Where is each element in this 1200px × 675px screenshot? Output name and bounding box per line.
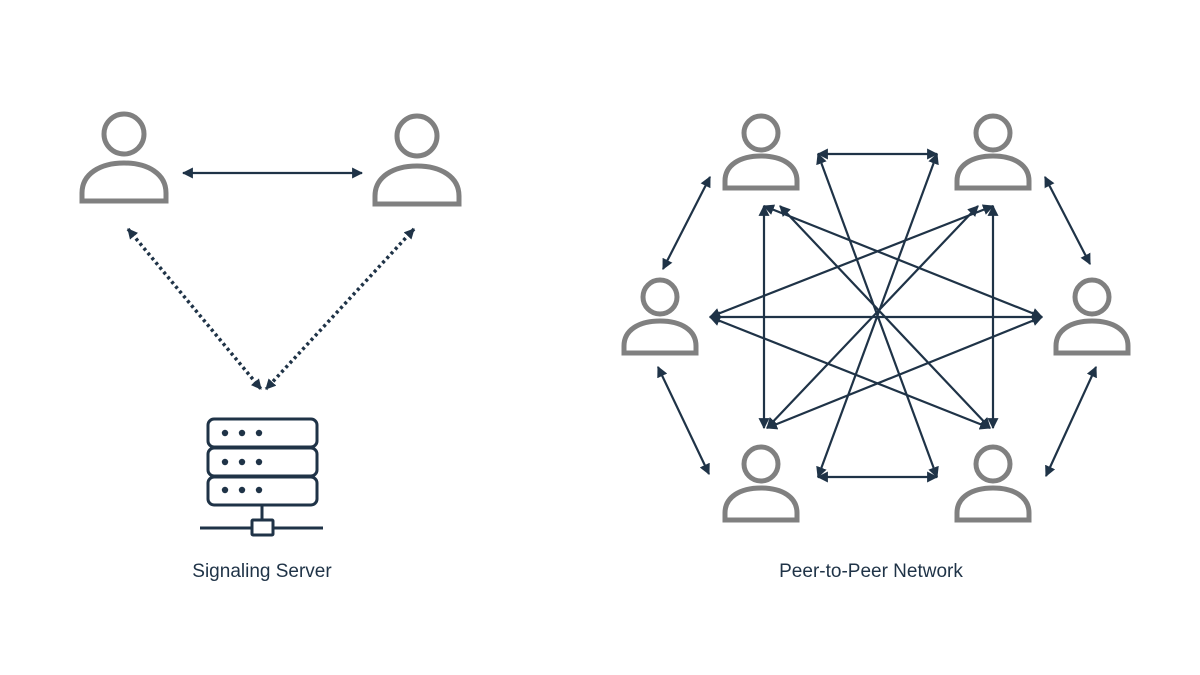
person-icon <box>372 113 462 207</box>
person-icon <box>621 277 699 356</box>
connection-arrow <box>662 176 711 270</box>
connection-arrow <box>708 204 995 319</box>
signaling-server-caption: Signaling Server <box>192 561 332 582</box>
connection-arrow <box>762 204 1044 319</box>
connection-arrow <box>765 315 1044 430</box>
connection-arrow <box>1045 366 1097 477</box>
server-rack-icon <box>200 417 323 537</box>
person-icon <box>79 111 169 204</box>
person-icon <box>954 113 1032 191</box>
person-icon <box>954 444 1032 523</box>
person-icon <box>722 113 800 191</box>
person-icon <box>1053 277 1131 356</box>
mesh-connections <box>657 148 1097 483</box>
signaling-arrow <box>126 227 263 391</box>
signaling-diagram <box>79 111 462 537</box>
signaling-arrow <box>264 227 416 391</box>
p2p-network-caption: Peer-to-Peer Network <box>779 561 963 582</box>
connection-arrow <box>708 315 992 430</box>
connection-arrow <box>1044 176 1091 265</box>
p2p-diagram <box>621 113 1131 523</box>
person-icon <box>722 444 800 523</box>
connection-arrow <box>657 366 710 475</box>
